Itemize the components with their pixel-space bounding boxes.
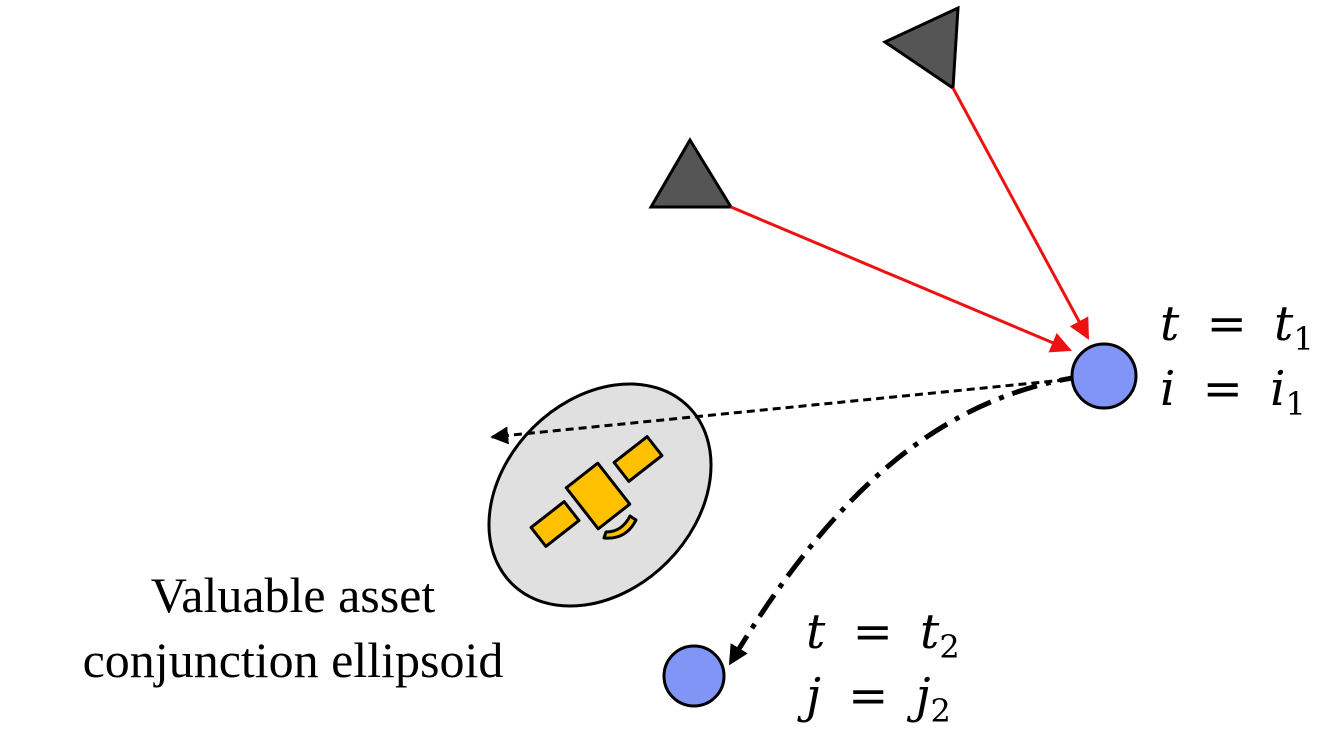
svg-text:j = j2: j = j2 xyxy=(797,668,951,730)
sensor-triangle-icon xyxy=(881,5,960,91)
asset-label-line-2: conjunction ellipsoid xyxy=(83,632,504,688)
observation-line xyxy=(730,205,1072,353)
i-base: i xyxy=(1270,361,1285,417)
j-base: j xyxy=(907,668,931,724)
sensor-triangle-icon xyxy=(648,137,734,209)
equals-sign: = xyxy=(853,604,893,660)
observation-line xyxy=(951,87,1090,340)
node-1-label: t = t1 i = i1 xyxy=(1160,296,1314,423)
node-2-label: t = t2 j = j2 xyxy=(797,604,960,730)
t-subscript: 2 xyxy=(939,628,959,666)
equals-sign: = xyxy=(1207,296,1247,352)
t-variable: t xyxy=(1160,296,1180,352)
j-variable: j xyxy=(797,668,821,724)
curved-trajectory xyxy=(728,373,1086,666)
svg-text:t = t1: t = t1 xyxy=(1160,296,1314,358)
svg-text:t = t2: t = t2 xyxy=(806,604,960,666)
i-variable: i xyxy=(1160,361,1175,417)
t-subscript: 1 xyxy=(1293,320,1313,358)
i-subscript: 1 xyxy=(1285,385,1305,423)
asset-label-line-1: Valuable asset xyxy=(151,567,436,623)
debris-node-icon xyxy=(662,644,726,708)
t-variable: t xyxy=(806,604,826,660)
t-base: t xyxy=(920,604,940,660)
equals-sign: = xyxy=(1203,361,1243,417)
t-base: t xyxy=(1274,296,1294,352)
svg-text:i = i1: i = i1 xyxy=(1160,361,1306,423)
equals-sign: = xyxy=(848,668,888,724)
debris-node-icon xyxy=(1070,342,1138,410)
j-subscript: 2 xyxy=(931,692,951,730)
satellite-icon xyxy=(529,435,664,548)
linear-trajectory xyxy=(490,374,1105,445)
